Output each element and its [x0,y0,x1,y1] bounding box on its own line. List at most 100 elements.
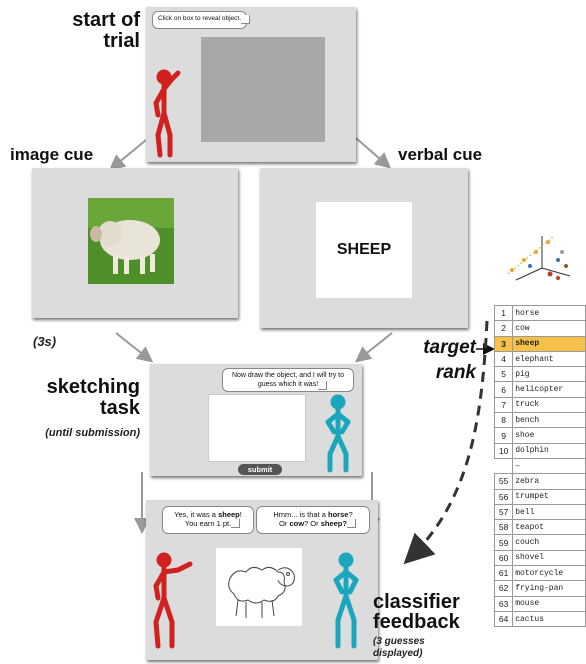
right-bubble-bold-1: horse [328,510,349,519]
sheep-photo [88,198,174,284]
rank-number: 5 [493,366,514,383]
rank-word: pig [512,366,586,383]
left-bubble-text-1: Yes, it was a [174,510,219,519]
rank-number: 8 [493,412,514,429]
rank-number: 4 [493,350,514,368]
red-figure-pointing-icon [153,552,193,649]
rank-number: 6 [493,381,514,398]
rank-word: mouse [512,595,586,612]
rank-word: sheep [512,335,586,352]
right-bubble-text-3: Or [279,519,290,529]
verbal-cue-panel: SHEEP [260,168,468,328]
submit-button[interactable]: submit [238,464,282,475]
teal-figure-feedback-icon [333,552,359,649]
sketching-task-text: sketching task [46,376,140,419]
rank-word: zebra [512,473,586,490]
rank-number: 3 [493,335,514,352]
rank-number: 9 [493,427,514,444]
rank-word: teapot [512,519,586,536]
start-bubble: Click on box to reveal object. [152,11,251,29]
rank-number: 2 [493,320,514,337]
rank-number: 60 [493,549,514,567]
feedback-right-bubble: Hmm... is that a horse? Or cow? Or sheep… [256,506,370,534]
right-bubble-text-1: Hmm... is that a [273,510,328,519]
teal-figure-icon [325,394,351,473]
rank-number: 64 [493,610,514,628]
rank-number: 1 [493,304,514,322]
rank-word: elephant [512,350,586,368]
rank-word: motorcycle [512,565,586,582]
embedding-scatter-icon [507,235,571,281]
rank-number: 57 [493,503,514,521]
rank-word: shovel [512,549,586,567]
feedback-panel: Yes, it was a sheep! You earn 1 pt. Hmm.… [146,500,378,660]
right-bubble-bold-3: sheep? [320,519,347,529]
right-bubble-text-4: ? Or [304,519,321,529]
verbal-word-card: SHEEP [316,202,412,298]
rank-number [494,457,514,474]
sketching-panel: Now draw the object, and I will try to g… [150,364,362,476]
label-rank: rank [435,362,476,383]
sheep-sketch-drawing [216,548,302,626]
rank-word: shoe [512,427,586,444]
rank-number: 59 [493,534,514,551]
start-panel: Click on box to reveal object. [146,7,356,162]
reveal-box[interactable] [201,37,325,142]
rank-word: helicopter [512,381,586,398]
image-cue-panel [32,168,238,318]
label-until-submission: (until submission) [45,427,140,439]
rank-word: dolphin [512,442,586,459]
label-classifier-feedback: classifier feedback [373,591,460,633]
rank-number: 62 [493,580,514,597]
rank-number: 56 [493,488,514,505]
arrow-start-to-image [108,139,147,171]
rank-word: cactus [512,610,586,628]
arrow-image-to-sketch [115,332,154,363]
label-three-seconds: (3s) [33,334,57,349]
rank-word: trumpet [512,488,586,505]
arrow-start-to-verbal [355,137,392,169]
right-bubble-bold-2: cow [289,519,305,529]
red-figure-icon [153,69,181,158]
feedback-left-bubble: Yes, it was a sheep! You earn 1 pt. [162,506,254,534]
label-verbal-cue: verbal cue [398,145,483,164]
dashed-feedback-arrow [403,320,489,565]
rank-number: 61 [493,565,514,582]
rank-word: bench [512,412,586,429]
sketch-canvas[interactable] [208,394,306,462]
left-bubble-text-3: You earn 1 pt. [184,519,232,529]
rank-number: 7 [493,396,514,414]
rank-word: bell [512,503,586,521]
rank-word: – [512,457,586,475]
label-three-guesses: (3 guesses displayed) [373,636,425,659]
rank-word: horse [512,304,586,322]
rank-word: truck [512,396,586,414]
left-bubble-text-2: ! [239,510,242,519]
rank-row: – [494,457,586,475]
label-image-cue: image cue [10,145,94,164]
rank-word: cow [512,320,586,337]
rank-number: 10 [493,442,514,459]
rank-number: 63 [493,595,514,612]
left-bubble-bold: sheep [218,510,240,519]
rank-number: 58 [493,519,514,536]
sketch-bubble: Now draw the object, and I will try to g… [222,368,354,392]
label-sketching-task: sketching task [10,377,140,419]
label-target: target [423,337,476,358]
